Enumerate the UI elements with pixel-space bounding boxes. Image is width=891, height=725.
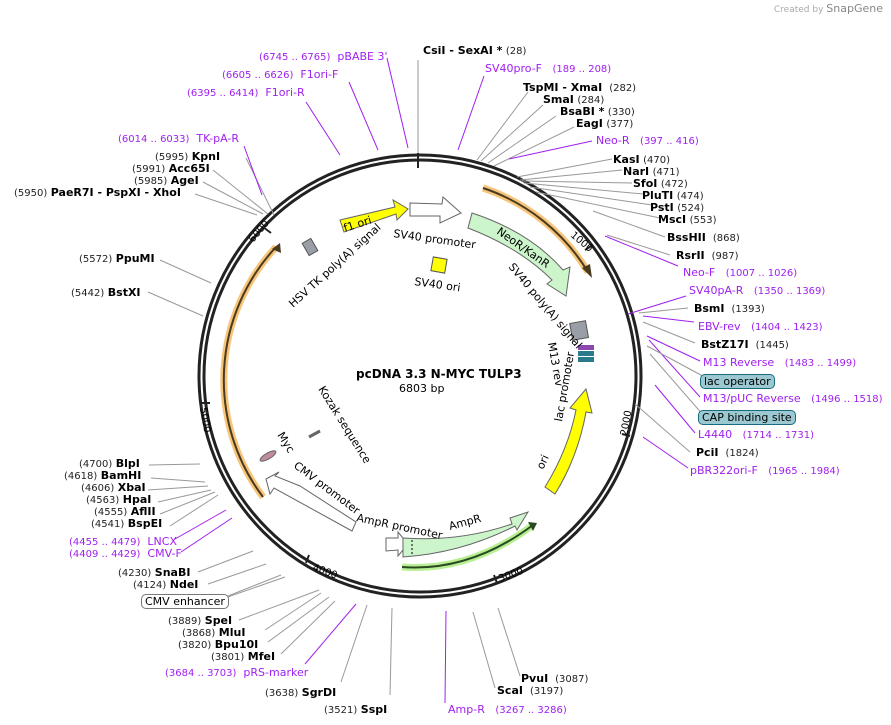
sv40-polya-box (569, 320, 590, 341)
enzyme-site[interactable]: PvuI (3087) (521, 672, 589, 685)
enzyme-site[interactable]: BstZ17I (1445) (701, 338, 789, 351)
primer-label[interactable]: EBV-rev (1404 .. 1423) (698, 320, 823, 333)
primer-label[interactable]: (3684 .. 3703) pRS-marker (165, 666, 309, 679)
orf-arcs (220, 184, 592, 571)
enzyme-site[interactable]: (4555) AflII (94, 505, 156, 518)
features (259, 196, 594, 558)
primer-label[interactable]: Neo-R (397 .. 416) (596, 134, 699, 147)
enzyme-site[interactable]: PluTI (474) (642, 189, 704, 202)
snapgene-logo: SnapGene (826, 2, 883, 15)
primer-label[interactable]: Neo-F (1007 .. 1026) (683, 266, 798, 279)
enzyme-site[interactable]: PciI (1824) (696, 446, 759, 459)
enzyme-site[interactable]: NarI (471) (623, 165, 680, 178)
enzyme-site[interactable]: BsaBI * (330) (560, 105, 635, 118)
primer-label[interactable]: pBR322ori-F (1965 .. 1984) (690, 464, 840, 477)
primer-label[interactable]: M13/pUC Reverse (1496 .. 1518) (703, 392, 883, 405)
primer-label[interactable]: SV40pA-R (1350 .. 1369) (689, 284, 826, 297)
enzyme-site[interactable]: BssHII (868) (667, 231, 740, 244)
lac-operator-mark (578, 351, 594, 356)
ampr-arrow (402, 511, 530, 558)
svg-text:SV40 promoter: SV40 promoter (393, 227, 478, 251)
ori-arrow (544, 387, 593, 495)
enzyme-site[interactable]: (4700) BlpI (79, 457, 140, 470)
primer-label[interactable]: Amp-R (3267 .. 3286) (448, 703, 567, 716)
credit-prefix: Created by (773, 5, 824, 15)
primer-label[interactable]: (6014 .. 6033) TK-pA-R (118, 132, 240, 145)
enzyme-site[interactable]: (3638) SgrDI (265, 686, 337, 699)
primer-label[interactable]: (4409 .. 4429) CMV-F (69, 547, 182, 560)
primer-label[interactable]: (4455 .. 4479) LNCX (69, 535, 177, 548)
primer-label[interactable]: (6605 .. 6626) F1ori-F (222, 68, 339, 81)
svg-text:Kozak sequence: Kozak sequence (315, 384, 373, 466)
enzyme-site[interactable]: (3889) SpeI (168, 614, 233, 627)
svg-text:4000: 4000 (311, 562, 339, 581)
snapgene-credit: Created by SnapGene (774, 2, 883, 15)
enzyme-site[interactable]: (5985) AgeI (134, 174, 199, 187)
primer-label[interactable]: M13 Reverse (1483 .. 1499) (703, 356, 857, 369)
svg-text:Myc: Myc (274, 430, 297, 456)
enzyme-site[interactable]: (4618) BamHI (64, 469, 142, 482)
enzyme-site[interactable]: (4563) HpaI (86, 493, 152, 506)
hsv-tk-box (301, 237, 319, 257)
primer-label[interactable]: L4440 (1714 .. 1731) (698, 428, 815, 441)
enzyme-site[interactable]: SfoI (472) (633, 177, 688, 190)
cap-binding-site-label[interactable]: CAP binding site (698, 410, 796, 425)
enzyme-leaders (147, 60, 696, 696)
enzyme-site[interactable]: (3521) SspI (324, 703, 388, 716)
f1-ori-arrow (339, 198, 409, 233)
enzyme-site[interactable]: (5995) KpnI (155, 150, 221, 163)
sv40-ori-box (430, 256, 448, 274)
enzyme-site[interactable]: KasI (470) (613, 153, 670, 166)
sv40-promoter-arrow (409, 196, 462, 224)
svg-text:ori: ori (534, 453, 552, 471)
cmv-enhancer-label[interactable]: CMV enhancer (141, 594, 229, 609)
enzyme-site[interactable]: EagI (377) (576, 117, 634, 130)
enzyme-site[interactable]: ScaI (3197) (497, 684, 564, 697)
enzyme-site[interactable]: (3801) MfeI (211, 650, 276, 663)
enzyme-site[interactable]: (5950) PaeR7I - PspXI - XhoI (14, 186, 181, 199)
enzyme-site[interactable]: (4230) SnaBI (118, 566, 191, 579)
enzyme-site[interactable]: MscI (553) (658, 213, 717, 226)
lac-operator-label[interactable]: lac operator (700, 374, 775, 389)
neor-arrow (467, 212, 571, 297)
primer-label[interactable]: SV40pro-F (189 .. 208) (485, 62, 612, 75)
svg-text:SV40 ori: SV40 ori (414, 275, 462, 294)
svg-text:5000: 5000 (197, 407, 212, 434)
svg-text:HSV TK poly(A) signal: HSV TK poly(A) signal (286, 221, 383, 310)
enzyme-site[interactable]: PstI (524) (650, 201, 705, 214)
m13rev-mark (578, 345, 594, 350)
enzyme-site[interactable]: (4606) XbaI (81, 481, 146, 494)
enzyme-site[interactable]: (4541) BspEI (91, 517, 163, 530)
kozak-mark (308, 429, 321, 439)
enzyme-site[interactable]: BsmI (1393) (694, 302, 765, 315)
plasmid-length: 6803 bp (399, 382, 445, 395)
plasmid-name: pcDNA 3.3 N-MYC TULP3 (356, 367, 522, 381)
enzyme-site[interactable]: (5991) Acc65I (132, 162, 210, 175)
cap-mark (578, 357, 594, 362)
svg-text:2000: 2000 (619, 410, 634, 437)
enzyme-site[interactable]: (3868) MluI (182, 626, 246, 639)
backbone (197, 153, 643, 599)
enzyme-site[interactable]: SmaI (284) (543, 93, 605, 106)
enzyme-site[interactable]: CsiI - SexAI * (28) (423, 44, 527, 57)
enzyme-site[interactable]: TspMI - XmaI (282) (523, 81, 637, 94)
svg-text:AmpR: AmpR (447, 512, 482, 533)
enzyme-site[interactable]: (5442) BstXI (71, 286, 141, 299)
myc-tag (259, 450, 277, 462)
svg-text:3000: 3000 (497, 566, 525, 585)
ticks (201, 153, 631, 584)
enzyme-site[interactable]: (5572) PpuMI (79, 252, 155, 265)
enzyme-site[interactable]: (4124) NdeI (133, 578, 199, 591)
svg-text:NeoR/KanR: NeoR/KanR (494, 225, 552, 271)
primer-leaders (174, 57, 701, 704)
cmv-promoter-arrow (265, 471, 357, 532)
enzyme-site[interactable]: RsrII (987) (676, 249, 739, 262)
primer-label[interactable]: (6395 .. 6414) F1ori-R (187, 86, 305, 99)
primer-label[interactable]: (6745 .. 6765) pBABE 3' (259, 50, 388, 63)
enzyme-site[interactable]: (3820) Bpu10I (178, 638, 259, 651)
